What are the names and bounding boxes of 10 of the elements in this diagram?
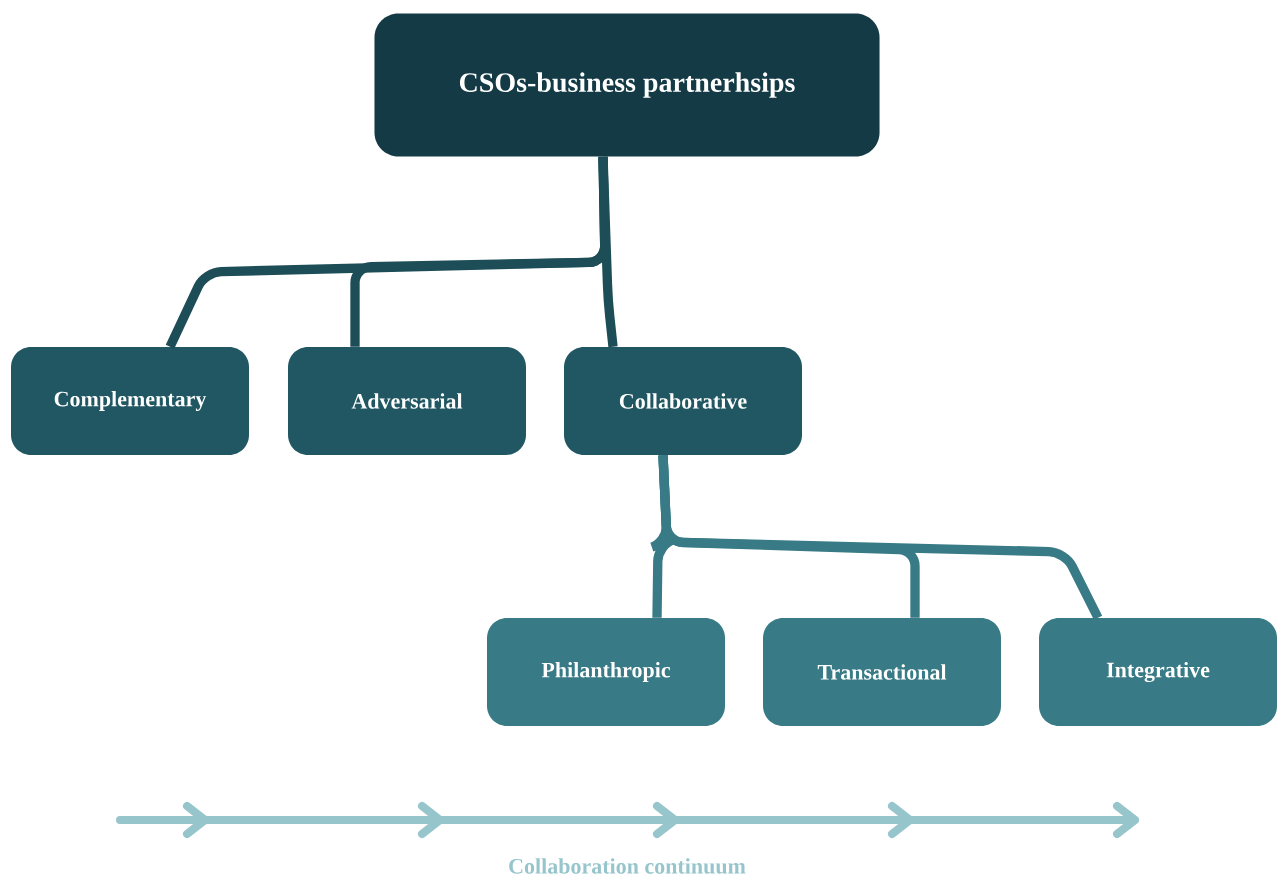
connector-line — [598, 156, 618, 348]
category-box: Integrative — [1039, 618, 1277, 726]
category-box: Philanthropic — [487, 618, 725, 726]
category-box: Collaborative — [564, 347, 802, 455]
category-box: Adversarial — [288, 347, 526, 455]
connector-line — [658, 455, 1103, 620]
title-box: CSOs-business partnerhsips — [374, 13, 880, 157]
axis-label: Collaboration continuum — [509, 858, 746, 874]
category-box: Transactional — [763, 618, 1001, 726]
category-box: Complementary — [11, 347, 249, 455]
